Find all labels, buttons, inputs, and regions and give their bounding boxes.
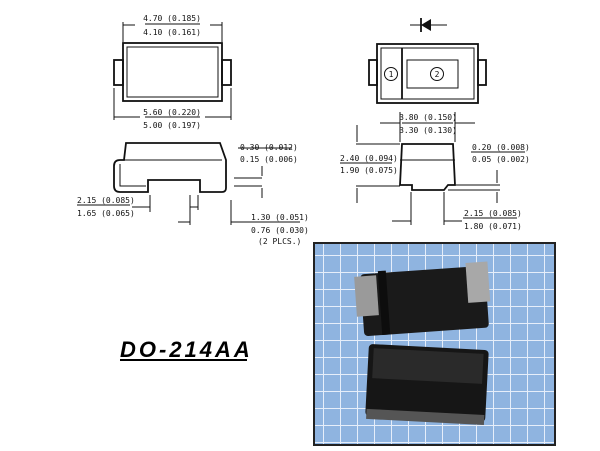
end-view: 3.80 (0.150) 3.30 (0.130) 2.40 (0.094) 1… [340,112,530,231]
diode-chip-top [354,261,491,336]
standoff-max: 0.20 (0.008) [472,143,530,152]
lead-thickness-max: 0.30 (0.012) [240,143,298,152]
diode-chip-bottom [365,344,489,426]
end-width-max: 3.80 (0.150) [399,113,457,122]
foot-length-min: 0.76 (0.030) [251,226,309,235]
lead-width-min: 1.80 (0.071) [464,222,522,231]
top-width-max: 4.70 (0.185) [143,14,201,23]
lead-width-max: 2.15 (0.085) [464,209,522,218]
lead-thickness-min: 0.15 (0.006) [240,155,298,164]
standoff-min: 0.05 (0.002) [472,155,530,164]
end-height-min: 1.90 (0.075) [340,166,398,175]
pin-1-label: 1 [389,70,394,79]
top-length-max: 5.60 (0.220) [143,108,201,117]
foot-note: (2 PLCS.) [258,237,301,246]
diode-symbol-icon [410,18,447,32]
top-view: 4.70 (0.185) 4.10 (0.161) 5.60 (0.220) 5… [113,14,232,130]
lead-length-max: 2.15 (0.085) [77,196,135,205]
lead-length-min: 1.65 (0.065) [77,209,135,218]
end-width-min: 3.30 (0.130) [399,126,457,135]
component-photo [313,242,556,446]
top-width-min: 4.10 (0.161) [143,28,201,37]
side-view: 0.30 (0.012) 0.15 (0.006) 2.15 (0.085) 1… [77,142,309,246]
pin-2-label: 2 [435,70,440,79]
package-title: DO-214AA [120,337,253,362]
top-length-min: 5.00 (0.197) [143,121,201,130]
foot-length-max: 1.30 (0.051) [251,213,309,222]
marking-view: 1 2 [368,18,487,104]
end-height-max: 2.40 (0.094) [340,154,398,163]
